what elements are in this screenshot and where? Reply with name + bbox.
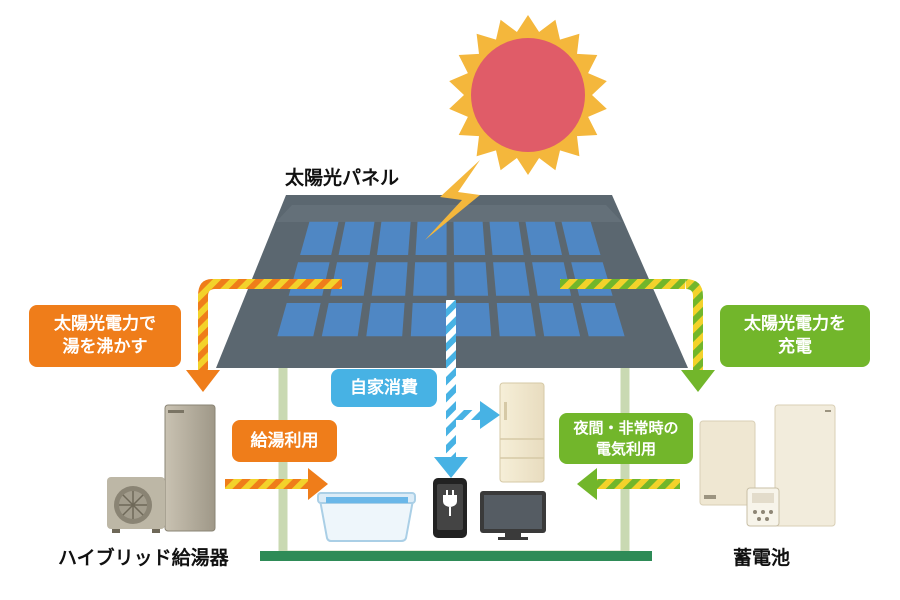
orange-flow-arrow-hot-water: [225, 468, 328, 500]
bubble-line: 太陽光電力で: [54, 314, 156, 335]
storage-battery-icon: [699, 404, 836, 527]
solar-cell: [493, 262, 530, 296]
television-icon: [480, 491, 546, 540]
solar-cell: [561, 221, 601, 255]
solar-cell: [496, 303, 536, 337]
solar-cell: [410, 303, 447, 337]
green-flow-arrow-night-use: [577, 468, 680, 500]
smartphone-icon: [433, 478, 467, 538]
solar-cell: [489, 221, 524, 255]
bubble-night-emergency-use: 夜間・非常時の 電気利用: [559, 413, 693, 464]
orange-flow-arrow-heater: [186, 279, 342, 392]
solar-cell: [454, 262, 489, 296]
solar-cell: [413, 262, 447, 296]
bathtub-icon: [317, 492, 416, 542]
hybrid-water-heater-label: ハイブリッド給湯器: [58, 547, 229, 569]
storage-battery-label: 蓄電池: [733, 547, 791, 569]
refrigerator-icon: [499, 382, 545, 483]
solar-cell: [377, 221, 411, 255]
solar-cell: [277, 303, 321, 337]
solar-cell: [538, 303, 581, 337]
bubble-boil-water: 太陽光電力で 湯を沸かす: [29, 305, 181, 367]
solar-cell: [321, 303, 363, 337]
solar-cell: [366, 303, 405, 337]
solar-cell: [300, 221, 339, 255]
solar-cell: [415, 221, 447, 255]
solar-cell: [580, 303, 625, 337]
green-flow-arrow-battery: [560, 279, 715, 392]
bubble-line: 電気利用: [595, 439, 656, 458]
solar-cell: [453, 221, 486, 255]
bubble-self-consumption: 自家消費: [331, 369, 437, 407]
bubble-line: 給湯利用: [250, 430, 319, 451]
bubble-line: 自家消費: [350, 377, 418, 398]
blue-flow-arrow-self-consumption: [434, 300, 500, 478]
solar-cell: [371, 262, 408, 296]
lightning-bolt-icon: [425, 160, 480, 240]
bubble-line: 太陽光電力を: [744, 314, 846, 335]
bubble-hot-water-use: 給湯利用: [232, 420, 337, 462]
sun-icon: [449, 15, 607, 175]
solar-cell: [525, 221, 562, 255]
solar-cell: [454, 303, 492, 337]
bubble-line: 夜間・非常時の: [573, 419, 679, 438]
hybrid-water-heater-icon: [107, 404, 216, 533]
bubble-charge: 太陽光電力を 充電: [720, 305, 870, 367]
bubble-line: 湯を沸かす: [62, 337, 148, 357]
solar-cell: [338, 221, 375, 255]
solar-panel-label: 太陽光パネル: [285, 167, 400, 189]
bubble-line: 充電: [778, 337, 812, 357]
